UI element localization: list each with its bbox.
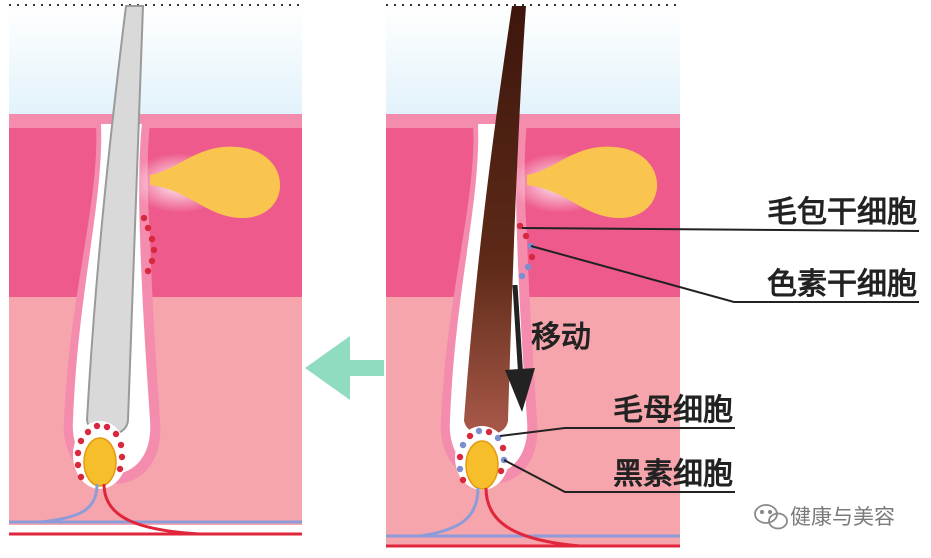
dark-hair-shaft: [464, 6, 526, 435]
stem-cell-niche: [140, 214, 158, 275]
sebaceous-gland: [150, 146, 281, 219]
bulb-cells: [74, 422, 126, 481]
stem-cell-niche: [516, 222, 536, 280]
sebaceous-gland: [527, 146, 658, 219]
air-layer: [386, 6, 680, 126]
bulb-cells: [456, 427, 508, 484]
watermark: 健康与美容: [754, 504, 895, 530]
arrow-left-icon: [305, 336, 384, 400]
artery-branch: [484, 487, 581, 548]
label-melanocyte: 黑素细胞: [613, 457, 733, 492]
vein-branch: [419, 487, 480, 538]
air-layer: [9, 6, 302, 126]
wechat-icon: [754, 504, 788, 530]
artery-branch: [102, 483, 201, 536]
gray-hair-panel: [9, 4, 302, 536]
migration-arrow-icon: [505, 368, 535, 412]
label-migration: 移动: [531, 320, 591, 355]
label-hair-matrix-cell: 毛母细胞: [613, 393, 733, 428]
label-hair-follicle-stem-cell: 毛包干细胞: [767, 195, 917, 230]
leader-lines: [499, 227, 920, 493]
leader-melanocyte: [503, 459, 735, 493]
leader-melanocyte-stem-cell: [530, 245, 919, 303]
skin-surface: [386, 114, 680, 128]
dermal-papilla: [465, 440, 499, 490]
dark-hair-panel: [386, 4, 680, 548]
leader-hair-follicle-stem-cell: [521, 227, 920, 232]
vein-branch: [39, 483, 99, 524]
migration-arrow-shaft: [512, 284, 524, 381]
label-melanocyte-stem-cell: 色素干细胞: [767, 267, 917, 302]
dermal-papilla: [83, 437, 117, 487]
watermark-text: 健康与美容: [790, 505, 895, 529]
leader-hair-matrix-cell: [499, 427, 735, 437]
skin-surface: [9, 114, 302, 128]
